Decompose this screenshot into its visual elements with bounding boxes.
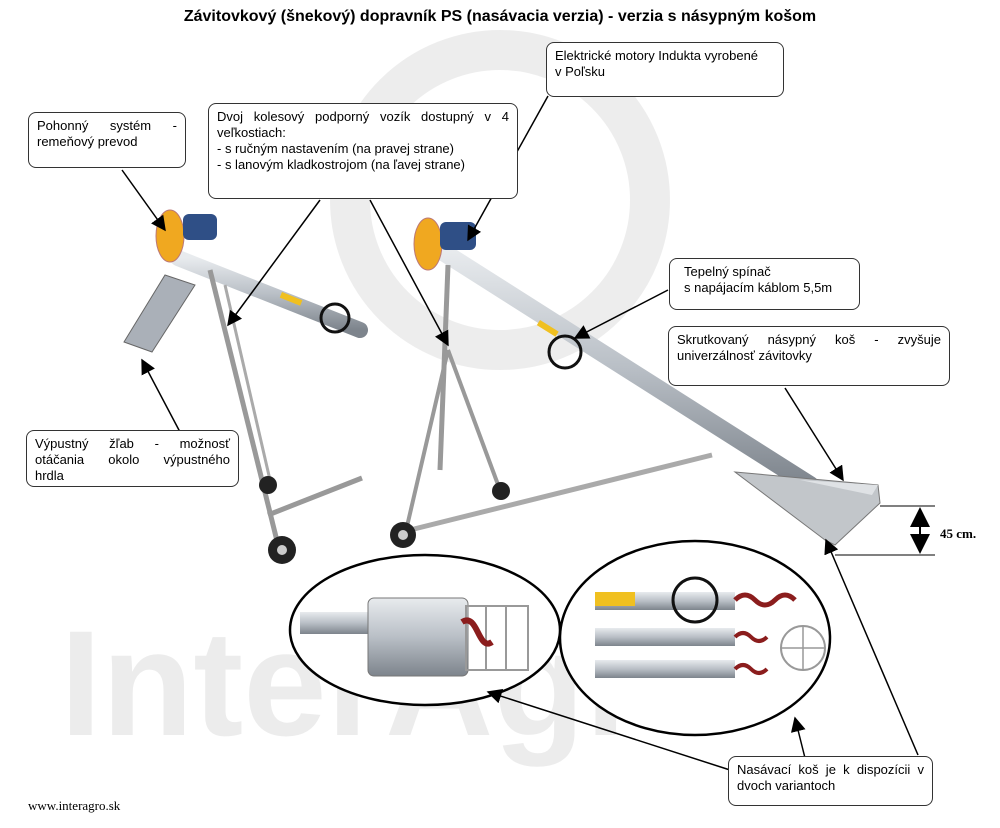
left-motor: [183, 214, 217, 240]
callout-line: Tepelný spínač: [684, 264, 771, 279]
callout-line: Pohonný systém -: [37, 118, 177, 133]
callout-drive-system: Pohonný systém - remeňový prevod: [28, 112, 186, 168]
left-auger: [123, 209, 368, 564]
callout-line: Dvoj kolesový podporný vozík dostupný v …: [217, 109, 509, 124]
callout-line: v Poľsku: [555, 64, 606, 79]
callout-discharge-chute: Výpustný žľab - možnosť otáčania okolo v…: [26, 430, 239, 487]
arrow-suction-center: [790, 716, 806, 759]
callout-line: Výpustný žľab - možnosť: [35, 436, 230, 451]
footer-website: www.interagro.sk: [28, 798, 121, 813]
right-motor-housing: [413, 217, 443, 271]
detail-suction-basket-variants: [558, 539, 832, 737]
callout-line: dvoch variantoch: [737, 778, 836, 793]
callout-line: - s lanovým kladkostrojom (na ľavej stra…: [217, 157, 465, 172]
callout-suction-basket: Nasávací koš je k dispozícii v dvoch var…: [728, 756, 933, 806]
callout-line: Skrutkovaný násypný koš - zvyšuje: [677, 332, 941, 347]
arrow-chute: [141, 358, 181, 433]
callout-line: otáčania okolo výpustného: [35, 452, 230, 467]
detail-suction-basket-mesh: [288, 553, 562, 707]
arrow-suction-left: [486, 689, 731, 771]
arrow-cart-left: [227, 199, 321, 327]
arrow-cart-right: [369, 199, 449, 347]
left-motor-housing: [155, 209, 185, 263]
right-auger: [390, 217, 881, 548]
callout-line: - s ručným nastavením (na pravej strane): [217, 141, 454, 156]
height-dimension-label: 45 cm.: [940, 526, 977, 541]
callout-hopper: Skrutkovaný násypný koš - zvyšuje univer…: [668, 326, 950, 386]
callout-line: remeňový prevod: [37, 134, 138, 149]
left-wheel-small: [259, 476, 277, 494]
callout-support-cart: Dvoj kolesový podporný vozík dostupný v …: [208, 103, 518, 199]
height-dimension: [835, 505, 935, 556]
callout-line: veľkostiach:: [217, 125, 286, 140]
page-title: Závitovkový (šnekový) dopravník PS (nasá…: [183, 8, 817, 25]
callout-line: Elektrické motory Indukta vyrobené: [555, 48, 759, 63]
arrow-suction-right: [824, 538, 919, 756]
callout-line: univerzálnosť závitovky: [677, 348, 812, 363]
arrow-drive: [121, 169, 166, 232]
callout-line: s napájacím káblom 5,5m: [684, 280, 833, 295]
arrow-hopper: [784, 387, 844, 482]
callout-line: Nasávací koš je k dispozícii v: [737, 762, 924, 777]
hopper: [733, 471, 881, 546]
right-wheel-small: [492, 482, 510, 500]
arrow-thermal: [573, 289, 669, 339]
callout-thermal-switch: Tepelný spínač s napájacím káblom 5,5m: [669, 258, 860, 310]
callout-line: hrdla: [35, 468, 64, 483]
right-motor: [440, 222, 476, 250]
callout-arrows: [121, 95, 919, 771]
callout-electric-motors: Elektrické motory Indukta vyrobené v Poľ…: [546, 42, 784, 97]
